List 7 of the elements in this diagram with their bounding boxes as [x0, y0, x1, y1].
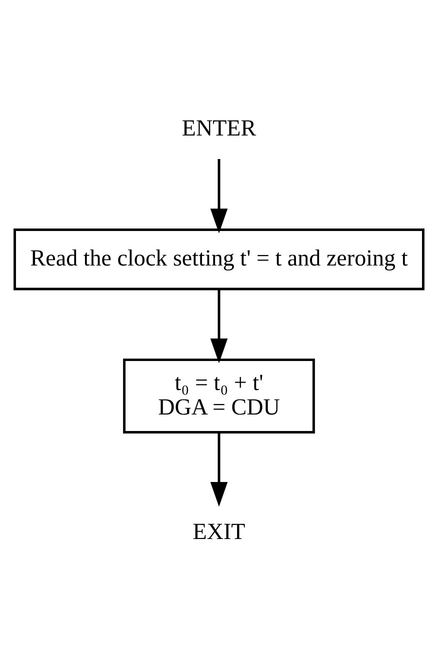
arrow	[210, 159, 228, 234]
arrow	[210, 289, 228, 364]
arrow	[210, 432, 228, 507]
node-box: Read the clock setting t' = t and zeroing t	[14, 228, 424, 290]
node-text: ENTER	[182, 114, 256, 140]
node-text: EXIT	[192, 518, 246, 544]
node-box: t₀ = t₀ + t' DGA = CDU	[123, 358, 315, 434]
